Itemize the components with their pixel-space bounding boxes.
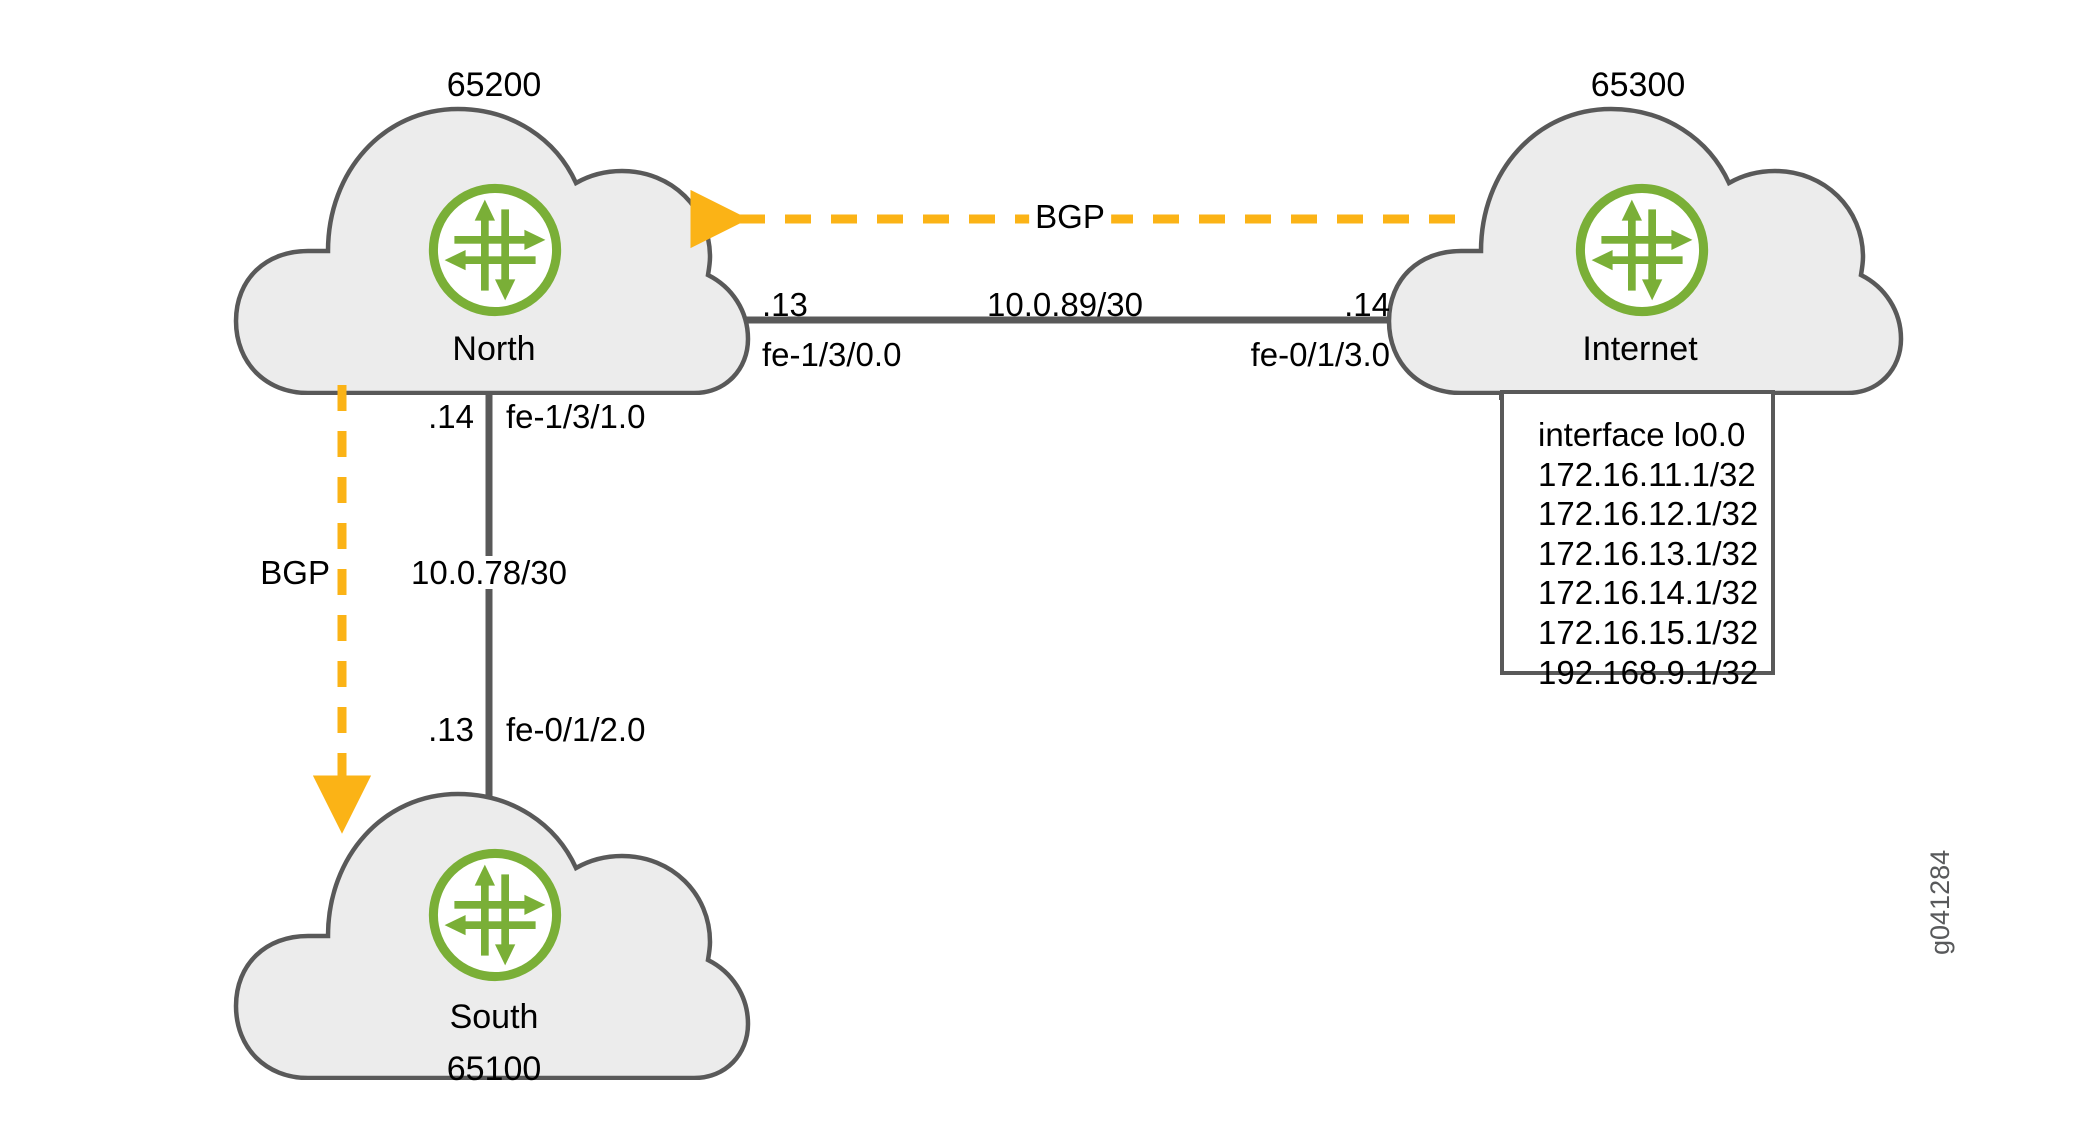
- loopback-address: 192.168.9.1/32: [1538, 653, 1759, 691]
- link-host-south-fe0120: .13: [428, 711, 474, 748]
- loopback-address-box: interface lo0.0 172.16.11.1/32 172.16.12…: [1500, 390, 1775, 691]
- link-host-north-fe131: .14: [428, 398, 474, 435]
- bgp-label-internet-north: BGP: [1029, 200, 1111, 233]
- as-number-north: 65200: [446, 66, 542, 104]
- link-host-north-fe130: .13: [762, 286, 808, 323]
- link-host-internet-fe0130: .14: [1344, 286, 1390, 323]
- loopback-heading: interface lo0.0: [1538, 416, 1746, 453]
- loopback-address: 172.16.14.1/32: [1538, 574, 1759, 612]
- link-interface-north-fe130: fe-1/3/0.0: [762, 336, 902, 373]
- node-label-internet: Internet: [1582, 330, 1698, 368]
- router-icon-south: [433, 853, 556, 976]
- link-interface-north-fe131: fe-1/3/1.0: [506, 398, 646, 435]
- as-number-south: 65100: [446, 1050, 542, 1088]
- link-network-north-internet: 10.0.89/30: [987, 286, 1143, 323]
- node-label-north: North: [452, 330, 536, 368]
- loopback-address: 172.16.12.1/32: [1538, 495, 1759, 533]
- node-label-south: South: [449, 998, 539, 1036]
- bgp-label-north-south: BGP: [254, 556, 336, 589]
- loopback-address: 172.16.11.1/32: [1538, 455, 1756, 493]
- as-number-internet: 65300: [1590, 66, 1686, 104]
- router-icon-north: [433, 188, 556, 311]
- figure-id-watermark: g041284: [1925, 849, 1955, 955]
- loopback-address: 172.16.15.1/32: [1538, 614, 1759, 652]
- link-interface-south-fe0120: fe-0/1/2.0: [506, 711, 646, 748]
- loopback-address: 172.16.13.1/32: [1538, 534, 1759, 572]
- router-icon-internet: [1580, 188, 1703, 311]
- link-network-north-south: 10.0.78/30: [405, 556, 573, 589]
- link-interface-internet-fe0130: fe-0/1/3.0: [1250, 336, 1390, 373]
